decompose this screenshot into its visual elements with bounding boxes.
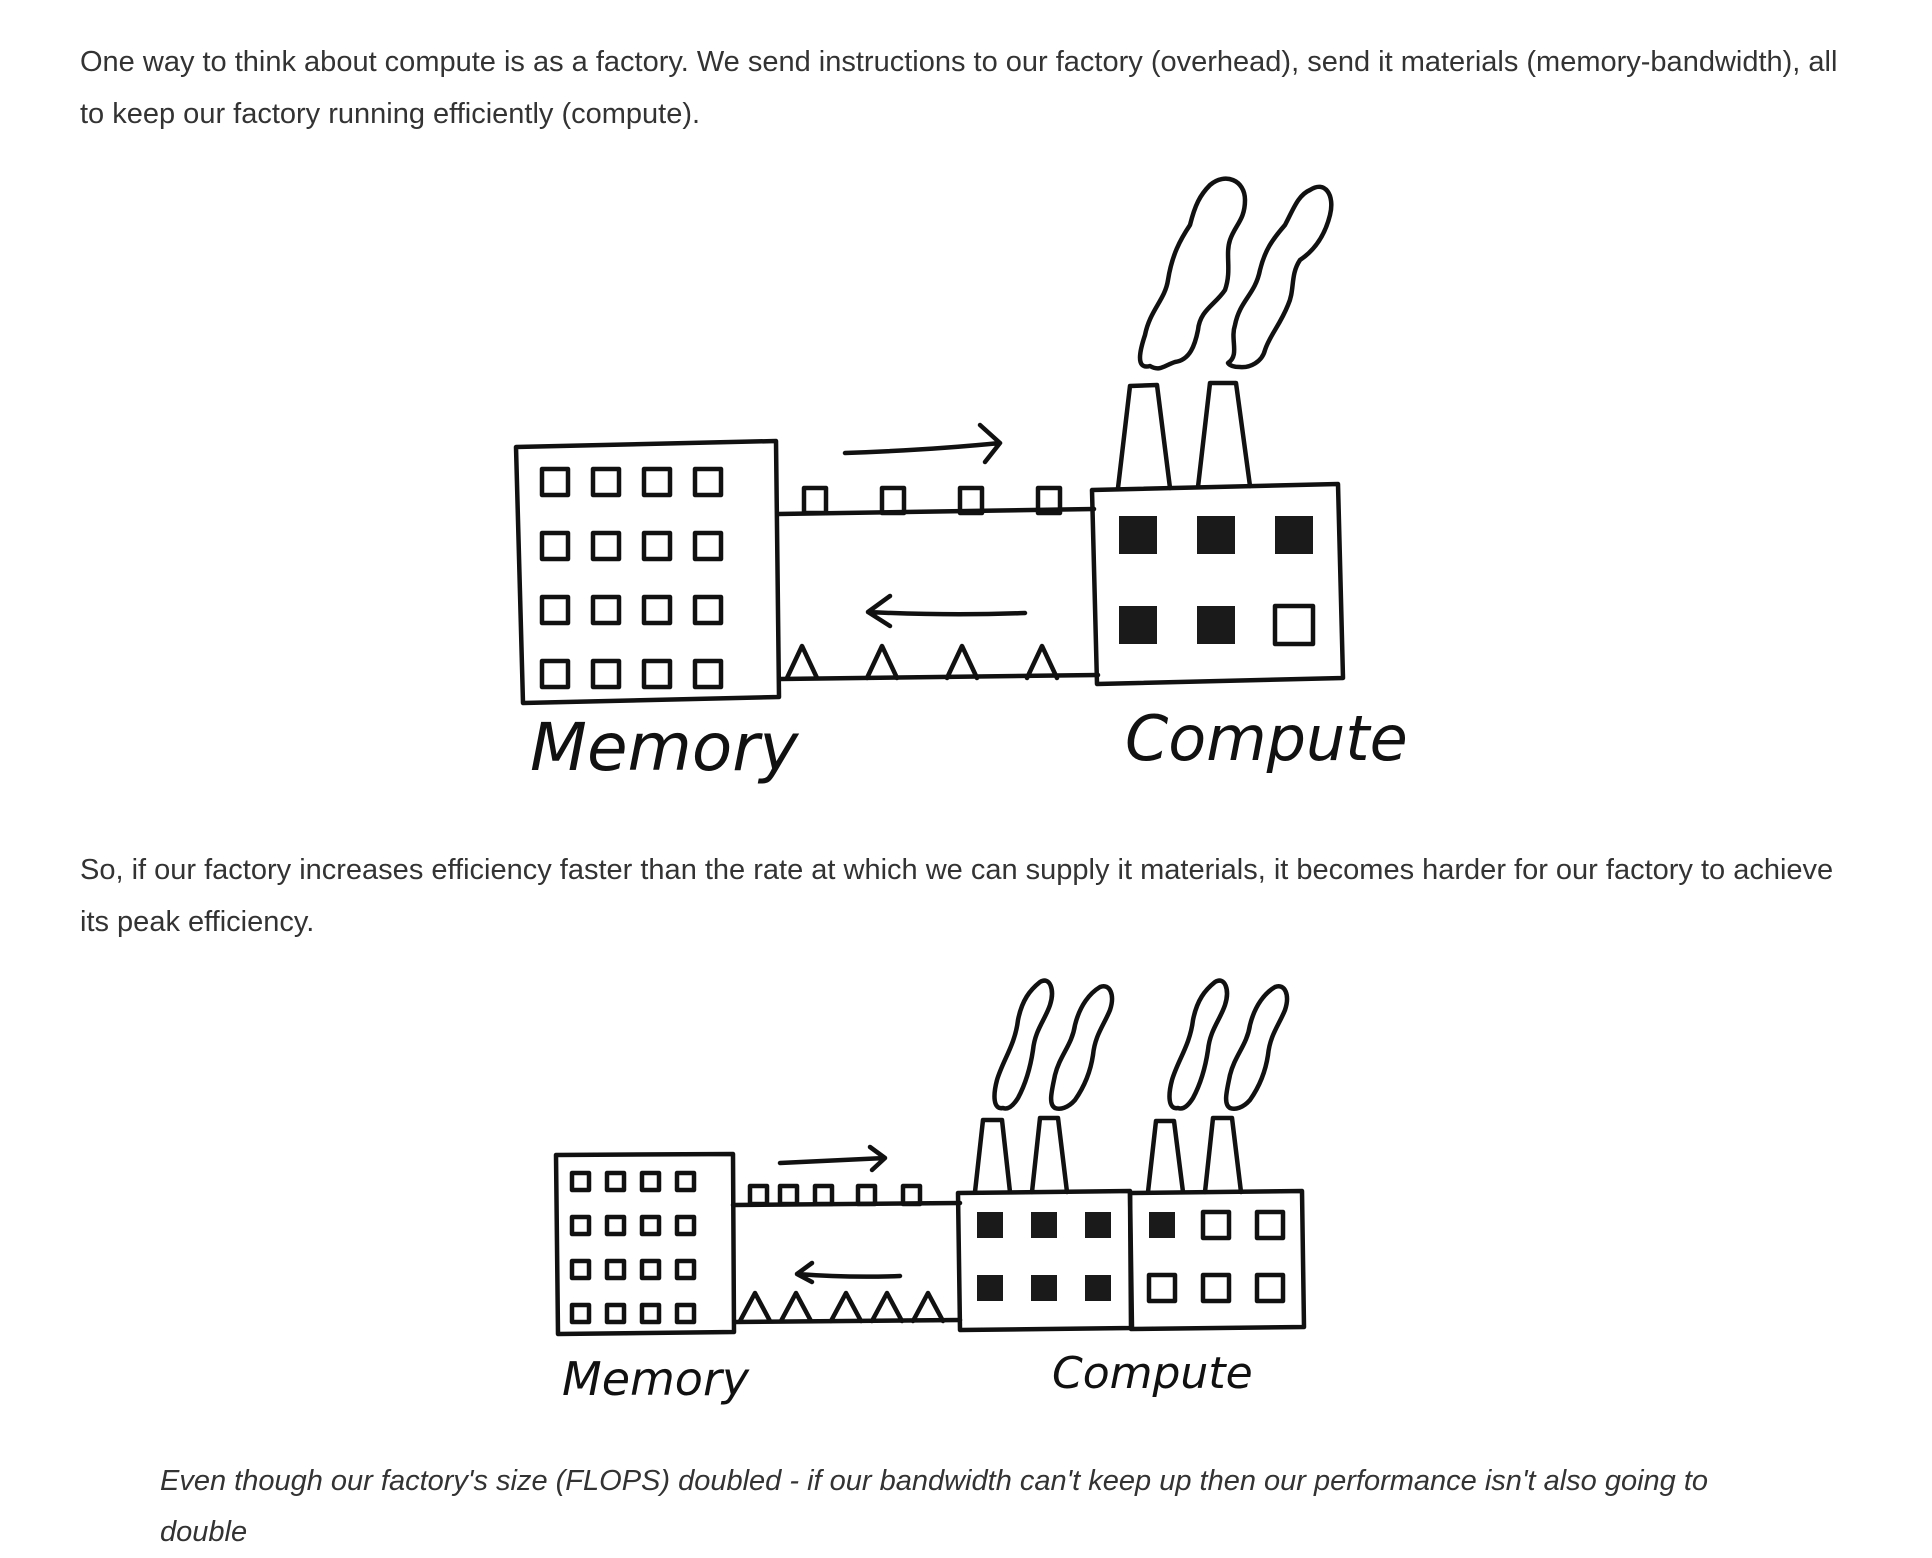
memory-window [569, 1258, 592, 1281]
figure-caption: Even though our factory's size (FLOPS) d… [160, 1465, 1709, 1548]
memory-window [639, 1302, 662, 1325]
compute-window-active [1085, 1275, 1111, 1301]
compute-window-idle [1146, 1272, 1178, 1304]
memory-building [513, 438, 782, 706]
material-triangle [1024, 643, 1060, 681]
instruction-box [900, 1183, 923, 1207]
memory-window [604, 1170, 627, 1193]
material-triangle [737, 1290, 773, 1324]
memory-window [641, 466, 673, 498]
compute-window-active [977, 1212, 1003, 1238]
memory-window [692, 466, 724, 498]
memory-window [692, 530, 724, 562]
conveyor [730, 1144, 963, 1325]
smoke-icon [992, 978, 1055, 1111]
memory-window [674, 1214, 697, 1237]
material-triangle [869, 1290, 905, 1324]
memory-window [639, 1258, 662, 1281]
memory-window [604, 1302, 627, 1325]
memory-label: Memory [530, 709, 799, 786]
factory-diagram-single: Memory Compute [513, 176, 1408, 786]
compute-window-active [1197, 516, 1235, 554]
compute-label: Compute [1125, 702, 1408, 775]
instruction-box [747, 1183, 770, 1207]
memory-window [590, 466, 622, 498]
memory-window [641, 658, 673, 690]
instruction-box [879, 485, 907, 516]
memory-window [590, 658, 622, 690]
memory-window [639, 1214, 662, 1237]
memory-window [590, 594, 622, 626]
memory-window [604, 1214, 627, 1237]
arrow-left-icon [865, 593, 1028, 629]
memory-window [692, 594, 724, 626]
arrow-right-icon [777, 1144, 888, 1173]
compute-building [1089, 176, 1346, 687]
memory-window [539, 658, 571, 690]
memory-window [641, 594, 673, 626]
memory-building [553, 1151, 737, 1337]
compute-window-active [1031, 1212, 1057, 1238]
memory-window [674, 1170, 697, 1193]
material-triangle [778, 1290, 814, 1324]
smoke-icon [1048, 984, 1115, 1111]
memory-window [674, 1302, 697, 1325]
efficiency-paragraph: So, if our factory increases efficiency … [80, 854, 1834, 938]
compute-buildings [955, 978, 1307, 1333]
compute-window-active [1031, 1275, 1057, 1301]
smoke-icon [1225, 184, 1334, 370]
smoke-icon [1167, 978, 1230, 1111]
memory-window [539, 530, 571, 562]
compute-window-active [1275, 516, 1313, 554]
arrow-left-icon [794, 1260, 903, 1285]
compute-window-idle [1272, 603, 1316, 647]
conveyor [775, 422, 1101, 682]
smoke-icon [1223, 984, 1290, 1111]
instruction-box [777, 1183, 800, 1207]
memory-window [569, 1302, 592, 1325]
compute-window-active [1119, 516, 1157, 554]
compute-window-active [1085, 1212, 1111, 1238]
instruction-box [812, 1183, 835, 1207]
instruction-box [801, 485, 829, 516]
memory-window [641, 530, 673, 562]
material-triangle [944, 643, 980, 681]
memory-window [539, 594, 571, 626]
compute-window-active [1197, 606, 1235, 644]
compute-window-active [977, 1275, 1003, 1301]
memory-window [539, 466, 571, 498]
arrow-right-icon [842, 422, 1003, 465]
memory-window [569, 1170, 592, 1193]
compute-label: Compute [1052, 1348, 1253, 1399]
memory-window [639, 1170, 662, 1193]
compute-window-idle [1254, 1272, 1286, 1304]
material-triangle [910, 1290, 946, 1324]
memory-window [692, 658, 724, 690]
compute-window-active [1119, 606, 1157, 644]
compute-window-active [1149, 1212, 1175, 1238]
instruction-box [855, 1183, 878, 1207]
material-triangle [864, 643, 900, 681]
memory-window [590, 530, 622, 562]
memory-window [604, 1258, 627, 1281]
instruction-box [957, 485, 985, 516]
instruction-box [1035, 485, 1063, 516]
material-triangle [784, 643, 820, 681]
memory-label: Memory [562, 1352, 750, 1406]
intro-paragraph: One way to think about compute is as a f… [80, 46, 1838, 130]
compute-window-idle [1200, 1209, 1232, 1241]
compute-window-idle [1254, 1209, 1286, 1241]
material-triangle [828, 1290, 864, 1324]
compute-window-idle [1200, 1272, 1232, 1304]
memory-window [569, 1214, 592, 1237]
memory-window [674, 1258, 697, 1281]
smoke-icon [1137, 176, 1248, 371]
